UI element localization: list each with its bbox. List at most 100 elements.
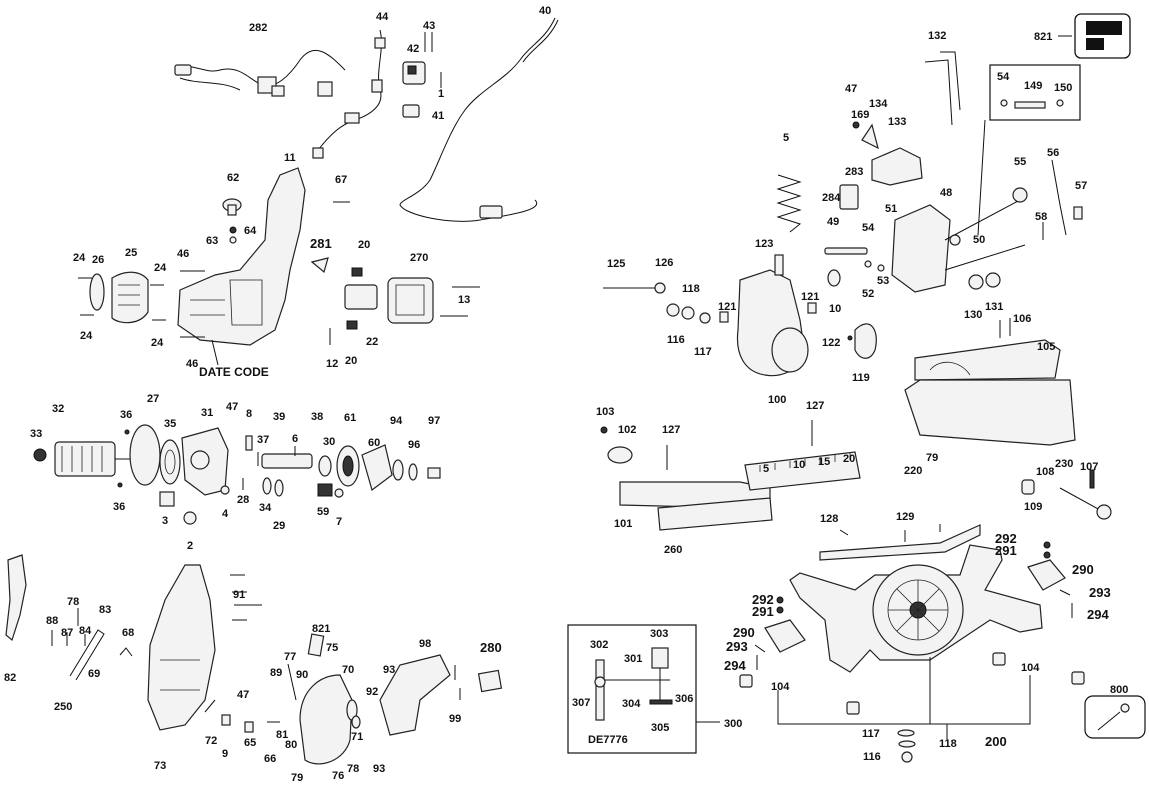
screws-88: [51, 608, 86, 646]
label-281: 281: [310, 236, 332, 251]
label-134: 134: [869, 98, 888, 110]
bolts-127: [666, 420, 813, 470]
parts-52-53: [864, 260, 885, 272]
label-70: 70: [342, 664, 354, 676]
label-54: 54: [997, 71, 1010, 83]
washers-116-118: [666, 303, 711, 324]
label-78: 78: [67, 596, 79, 608]
fan-25: [111, 271, 149, 324]
label-47: 47: [226, 401, 238, 413]
label-98: 98: [419, 638, 431, 650]
part-281: [310, 257, 329, 274]
label-24: 24: [73, 252, 86, 264]
label-106: 106: [1013, 313, 1031, 325]
accessory-800: [1084, 695, 1146, 739]
part-57: [1073, 206, 1083, 220]
washer-71: [351, 715, 361, 729]
label-59: 59: [317, 506, 329, 518]
bracket-134: [861, 123, 879, 150]
label-77: 77: [284, 651, 296, 663]
label-88: 88: [46, 615, 58, 627]
label-97: 97: [428, 415, 440, 427]
label-105: 105: [1037, 341, 1055, 353]
label-67: 67: [335, 174, 347, 186]
armature-32: [54, 441, 135, 477]
part-122: [847, 335, 853, 341]
spring-64: [229, 226, 237, 234]
bolt-103: [600, 426, 608, 434]
label-29: 29: [273, 520, 285, 532]
label-37: 37: [257, 434, 269, 446]
label-303: 303: [650, 628, 668, 640]
label-169: 169: [851, 109, 869, 121]
label-125: 125: [607, 258, 625, 270]
screws-36: [117, 429, 130, 488]
label-39: 39: [273, 411, 285, 423]
label-118: 118: [939, 738, 957, 750]
label-78: 78: [347, 763, 359, 775]
upper-guard-73: [147, 564, 216, 731]
label-60: 60: [368, 437, 380, 449]
part-7: [334, 488, 344, 498]
label-119: 119: [852, 372, 870, 384]
label-292: 292: [995, 531, 1017, 546]
label-282: 282: [249, 22, 267, 34]
fan-baffle-26: [89, 273, 105, 311]
label-72: 72: [205, 735, 217, 747]
label-107: 107: [1080, 461, 1098, 473]
label-200: 200: [985, 734, 1007, 749]
lower-guard-75: [299, 674, 353, 765]
part-65: [244, 721, 254, 733]
label-47: 47: [237, 689, 249, 701]
screws-91: [230, 574, 262, 621]
wiring-harness-282: [174, 49, 346, 97]
label-821: 821: [312, 623, 330, 635]
label-93: 93: [383, 664, 395, 676]
part-169: [852, 121, 860, 129]
clamp-290-left: [764, 619, 806, 653]
label-79: 79: [926, 452, 938, 464]
label-283: 283: [845, 166, 863, 178]
label-69: 69: [88, 668, 100, 680]
leader-lines-200: [777, 657, 1031, 740]
label-100: 100: [768, 394, 786, 406]
label-1: 1: [438, 88, 444, 100]
label-101: 101: [614, 518, 632, 530]
insert-260: [657, 497, 773, 531]
gear-35: [159, 439, 181, 485]
label-149: 149: [1024, 80, 1042, 92]
label-118: 118: [682, 283, 700, 295]
label-150: 150: [1054, 82, 1072, 94]
part-121: [719, 302, 817, 323]
label-57: 57: [1075, 180, 1087, 192]
label-94: 94: [390, 415, 403, 427]
label-43: 43: [423, 20, 435, 32]
label-300: 300: [724, 718, 742, 730]
bolt-97: [427, 467, 441, 479]
label-4: 4: [222, 508, 229, 520]
label-20: 20: [358, 239, 370, 251]
label-129: 129: [896, 511, 914, 523]
label-132: 132: [928, 30, 946, 42]
washer-34: [262, 477, 272, 495]
clamp-119: [854, 323, 877, 359]
label-133: 133: [888, 116, 906, 128]
label-3: 3: [162, 515, 168, 527]
label-99: 99: [449, 713, 461, 725]
label-9: 9: [222, 748, 228, 760]
label-104: 104: [771, 681, 790, 693]
label-33: 33: [30, 428, 42, 440]
linkage-250: [69, 629, 105, 681]
spring-5: [776, 174, 802, 233]
label-35: 35: [164, 418, 176, 430]
part-109: [1021, 479, 1035, 495]
label-12: 12: [326, 358, 338, 370]
base-200: [789, 544, 1043, 673]
label-de7776: DE7776: [588, 734, 628, 746]
label-821-box: [1058, 13, 1131, 59]
label-122: 122: [822, 337, 840, 349]
label-123: 123: [755, 238, 773, 250]
lower-guard-98: [379, 654, 451, 736]
label-48: 48: [940, 187, 952, 199]
label-11: 11: [284, 152, 296, 164]
